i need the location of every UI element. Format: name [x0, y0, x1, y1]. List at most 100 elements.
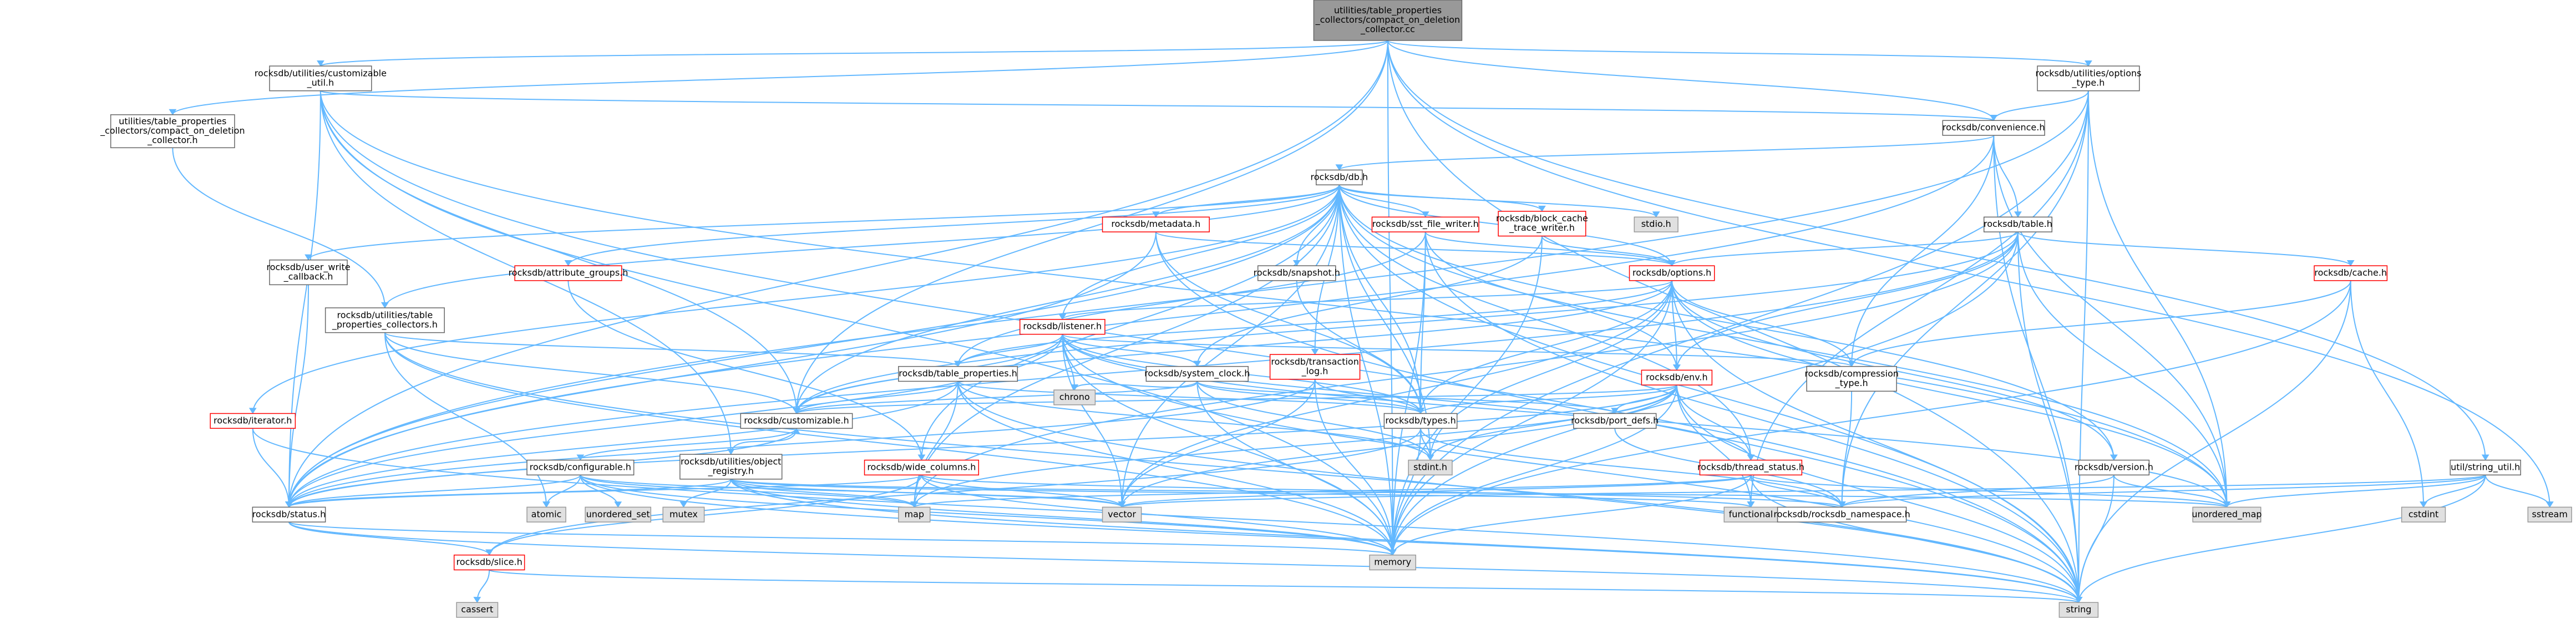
node-root[interactable]: utilities/table_properties_collectors/co…: [1313, 0, 1463, 41]
node-cassert[interactable]: cassert: [456, 602, 499, 618]
node-cust-util[interactable]: rocksdb/utilities/customizable_util.h: [255, 65, 387, 92]
node-metadata[interactable]: rocksdb/metadata.h: [1102, 216, 1210, 232]
node-box: [324, 307, 445, 333]
node-map[interactable]: map: [898, 506, 931, 522]
node-options[interactable]: rocksdb/options.h: [1629, 265, 1715, 281]
node-unordered-map[interactable]: unordered_map: [2192, 506, 2262, 522]
node-table-props[interactable]: rocksdb/table_properties.h: [898, 366, 1018, 382]
edge-types-to-namespace: [1420, 428, 1843, 508]
node-sst-writer[interactable]: rocksdb/sst_file_writer.h: [1371, 216, 1479, 232]
node-atomic[interactable]: atomic: [526, 506, 566, 522]
node-snapshot[interactable]: rocksdb/snapshot.h: [1254, 265, 1340, 281]
arrowhead-db-to-user_write: [305, 254, 312, 261]
arrowhead-table-to-options: [1668, 260, 1676, 267]
edge-db-to-listener: [1062, 185, 1340, 319]
edge-string_util-to-vector: [1121, 474, 2486, 508]
arrowhead-sys_clock-to-chrono: [1071, 384, 1079, 391]
edge-env-to-vector: [1121, 385, 1677, 508]
node-user-write[interactable]: rocksdb/user_write_callback.h: [266, 259, 351, 286]
edge-version-to-string: [2078, 475, 2114, 603]
edge-sys_clock-to-types: [1196, 381, 1422, 414]
node-attr-groups[interactable]: rocksdb/attribute_groups.h: [508, 265, 628, 281]
edge-convenience-to-table: [1993, 135, 2019, 217]
edge-tpc-to-customizable: [384, 332, 797, 414]
node-opt-type[interactable]: rocksdb/utilities/options_type.h: [2035, 65, 2141, 92]
edge-db-to-iterator: [252, 185, 1340, 414]
node-string[interactable]: string: [2058, 602, 2099, 618]
node-box: [252, 506, 326, 522]
node-box: [898, 506, 931, 522]
edge-compression-to-namespace: [1841, 391, 1853, 508]
edge-root-to-opt_type: [1387, 40, 2089, 67]
arrowhead-obj_reg-to-mutex: [680, 501, 688, 508]
arrowhead-options-to-version: [2110, 454, 2118, 461]
node-configurable[interactable]: rocksdb/configurable.h: [526, 459, 635, 476]
node-unordered-set[interactable]: unordered_set: [585, 506, 652, 522]
node-obj-reg[interactable]: rocksdb/utilities/object_registry.h: [680, 454, 783, 480]
node-label: _collectors/compact_on_deletion: [100, 125, 245, 136]
node-box: [1573, 413, 1657, 429]
node-listener[interactable]: rocksdb/listener.h: [1019, 319, 1106, 335]
node-vector[interactable]: vector: [1102, 506, 1142, 522]
node-tpc[interactable]: rocksdb/utilities/table_properties_colle…: [324, 307, 445, 333]
node-label: rocksdb/port_defs.h: [1571, 415, 1659, 426]
node-db[interactable]: rocksdb/db.h: [1311, 169, 1368, 186]
node-cstdint[interactable]: cstdint: [2401, 506, 2446, 522]
node-status[interactable]: rocksdb/status.h: [252, 506, 326, 522]
node-slice[interactable]: rocksdb/slice.h: [453, 554, 525, 571]
edge-table_props-to-memory: [957, 381, 1393, 555]
node-chrono[interactable]: chrono: [1053, 389, 1096, 405]
node-iterator[interactable]: rocksdb/iterator.h: [210, 413, 296, 429]
node-label: _properties_collectors.h: [332, 319, 438, 330]
edge-root-to-string: [1387, 40, 2080, 603]
node-label: utilities/table_properties: [119, 116, 226, 127]
edge-root-to-cust_util: [320, 40, 1388, 67]
node-translog[interactable]: rocksdb/transaction_log.h: [1269, 354, 1361, 380]
arrowhead-configurable-to-atomic: [542, 501, 550, 508]
arrowhead-db-to-attr_groups: [564, 260, 572, 267]
node-sstream[interactable]: sstream: [2527, 506, 2572, 522]
node-label: rocksdb/transaction: [1271, 356, 1359, 367]
node-cache[interactable]: rocksdb/cache.h: [2314, 265, 2388, 281]
node-stdio[interactable]: stdio.h: [1634, 216, 1679, 232]
arrowhead-listener-to-sys_clock: [1193, 361, 1201, 367]
node-label: rocksdb/status.h: [252, 509, 326, 519]
node-sys-clock[interactable]: rocksdb/system_clock.h: [1144, 366, 1250, 382]
node-box: [110, 114, 235, 149]
arrowhead-types-to-stdint: [1426, 454, 1434, 461]
edge-obj_reg-to-customizable: [730, 428, 797, 455]
arrowhead-root-to-string_util: [2481, 454, 2489, 461]
node-label: rocksdb/rocksdb_namespace.h: [1773, 509, 1910, 520]
arrowhead-env-to-port_defs: [1611, 408, 1619, 414]
node-table[interactable]: rocksdb/table.h: [1983, 216, 2053, 232]
node-customizable[interactable]: rocksdb/customizable.h: [740, 413, 853, 429]
node-compression[interactable]: rocksdb/compression_type.h: [1804, 366, 1899, 392]
node-convenience[interactable]: rocksdb/convenience.h: [1942, 120, 2045, 136]
node-stdint[interactable]: stdint.h: [1408, 459, 1453, 476]
node-types[interactable]: rocksdb/types.h: [1383, 413, 1458, 429]
node-label: unordered_set: [586, 509, 650, 520]
edge-translog-to-status: [288, 379, 1316, 508]
edge-metadata-to-status: [288, 232, 1157, 508]
node-coll-h[interactable]: utilities/table_properties_collectors/co…: [100, 114, 245, 149]
node-thread-status[interactable]: rocksdb/thread_status.h: [1697, 459, 1804, 476]
edge-customizable-to-configurable: [580, 428, 797, 460]
node-label: _type.h: [1835, 378, 1868, 389]
edge-table_props-to-types: [957, 380, 1422, 414]
node-memory[interactable]: memory: [1369, 554, 1417, 571]
node-label: _type.h: [2071, 77, 2105, 88]
node-box: [456, 602, 499, 618]
node-mutex[interactable]: mutex: [662, 506, 705, 522]
node-version[interactable]: rocksdb/version.h: [2075, 459, 2153, 476]
edge-string_util-to-unordered_map: [2226, 474, 2486, 508]
node-string-util[interactable]: util/string_util.h: [2450, 459, 2521, 476]
edge-db-to-sst_writer: [1338, 185, 1426, 217]
node-functional[interactable]: functional: [1723, 506, 1778, 522]
node-block-cache[interactable]: rocksdb/block_cache_trace_writer.h: [1496, 211, 1588, 237]
node-box: [1641, 369, 1713, 385]
node-port-defs[interactable]: rocksdb/port_defs.h: [1571, 413, 1659, 429]
node-env[interactable]: rocksdb/env.h: [1641, 369, 1713, 385]
edge-cache-to-compression: [1851, 280, 2351, 367]
node-wide-cols[interactable]: rocksdb/wide_columns.h: [864, 459, 980, 476]
node-namespace[interactable]: rocksdb/rocksdb_namespace.h: [1773, 506, 1910, 522]
